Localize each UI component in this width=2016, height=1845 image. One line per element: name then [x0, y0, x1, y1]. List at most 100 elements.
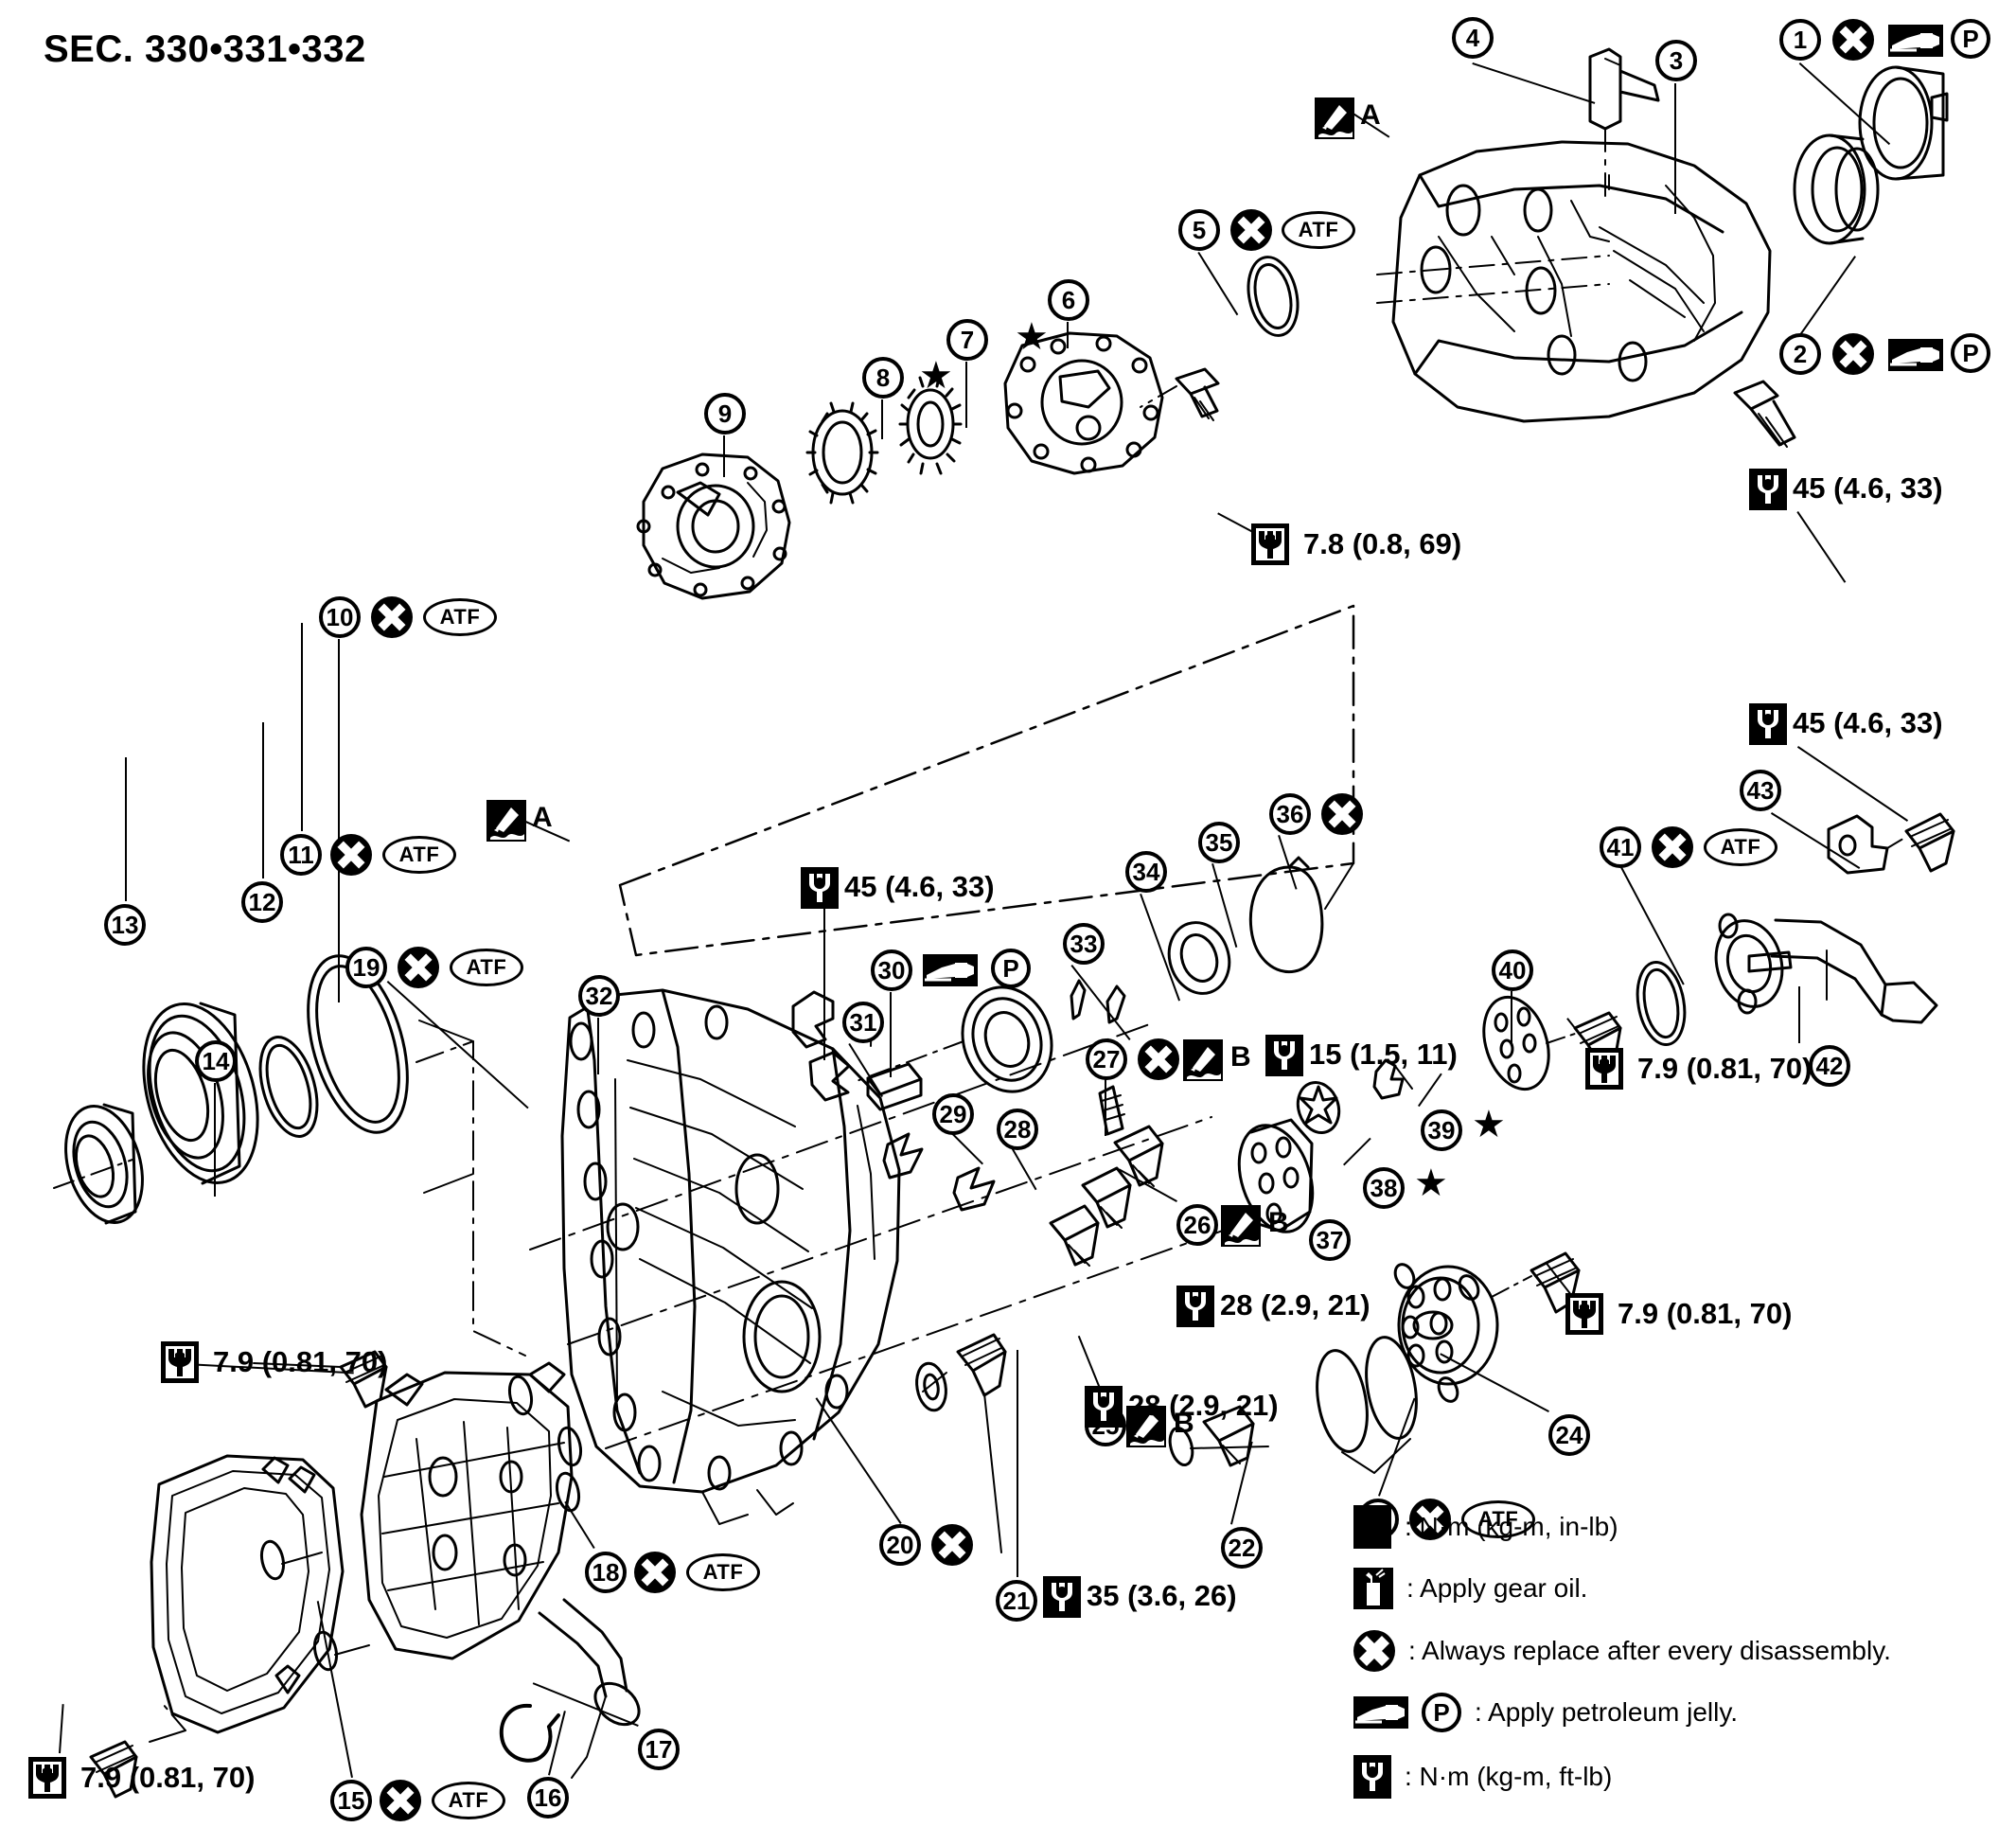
- atf-badge: ATF: [1282, 211, 1355, 249]
- torque-value: 7.8 (0.8, 69): [1303, 527, 1462, 560]
- torque-value: 7.9 (0.81, 70): [213, 1345, 388, 1378]
- replace-icon: [1652, 826, 1693, 868]
- leader-line: [890, 992, 892, 1077]
- callout-19[interactable]: 19: [345, 947, 387, 988]
- legend-row-2: : Always replace after every disassembly…: [1353, 1630, 1891, 1672]
- leader-line: [386, 981, 529, 1109]
- callout-39[interactable]: 39: [1421, 1109, 1462, 1151]
- leader-line: [532, 1682, 639, 1727]
- leader-line: [1798, 986, 1800, 1043]
- callout-43[interactable]: 43: [1740, 770, 1781, 811]
- callout-21[interactable]: 21: [996, 1580, 1037, 1622]
- atf-badge: ATF: [423, 598, 497, 636]
- petroleum-jelly-icon: [1888, 339, 1943, 371]
- replace-icon: [634, 1552, 676, 1593]
- leader-line: [564, 1500, 595, 1549]
- torque-ftlb-icon: [1043, 1576, 1081, 1618]
- replace-icon: [371, 596, 413, 638]
- callout-29[interactable]: 29: [932, 1093, 974, 1135]
- callout-10[interactable]: 10: [319, 596, 361, 638]
- torque-inlb-icon: [1251, 523, 1289, 565]
- legend-text: : Always replace after every disassembly…: [1408, 1636, 1891, 1665]
- callout-24[interactable]: 24: [1548, 1414, 1590, 1456]
- leader-line: [1070, 965, 1131, 1041]
- callout-9[interactable]: 9: [704, 393, 746, 435]
- callout-3[interactable]: 3: [1655, 40, 1697, 81]
- page-title: SEC. 330•331•332: [44, 28, 366, 70]
- callout-27[interactable]: 27: [1086, 1038, 1127, 1080]
- callout-15[interactable]: 15: [330, 1780, 372, 1821]
- callout-32[interactable]: 32: [578, 975, 620, 1017]
- leader-line: [1118, 1168, 1177, 1202]
- callout-33[interactable]: 33: [1063, 923, 1105, 965]
- leader-line: [262, 722, 264, 878]
- leader-line: [1140, 894, 1181, 1002]
- torque-ftlb-icon: [1265, 1035, 1303, 1076]
- callout-26[interactable]: 26: [1176, 1204, 1218, 1246]
- torque-value: 7.9 (0.81, 70): [1618, 1297, 1793, 1330]
- leader-line: [301, 623, 303, 831]
- callout-30[interactable]: 30: [871, 949, 912, 991]
- leader-line: [1800, 256, 1856, 335]
- callout-37[interactable]: 37: [1309, 1219, 1351, 1261]
- leader-line: [214, 1083, 216, 1197]
- callout-8[interactable]: 8: [862, 357, 904, 399]
- callout-13[interactable]: 13: [104, 904, 146, 946]
- callout-11[interactable]: 11: [280, 834, 322, 876]
- callout-34[interactable]: 34: [1125, 851, 1167, 893]
- callout-7[interactable]: 7: [946, 319, 988, 361]
- replace-icon: [1832, 19, 1874, 61]
- leader-line: [723, 435, 725, 477]
- legend-text: : N·m (kg-m, in-lb): [1405, 1512, 1618, 1541]
- leader-line: [59, 1704, 64, 1754]
- torque-value: 28 (2.9, 21): [1128, 1389, 1279, 1422]
- callout-31[interactable]: 31: [842, 1002, 884, 1043]
- replace-icon: [330, 834, 372, 876]
- callout-5[interactable]: 5: [1178, 209, 1220, 251]
- petroleum-jelly-icon: [1888, 25, 1943, 57]
- callout-14[interactable]: 14: [195, 1040, 237, 1082]
- callout-20[interactable]: 20: [879, 1524, 921, 1566]
- leader-line: [965, 362, 967, 428]
- torque-inlb-icon: [28, 1757, 66, 1799]
- leader-line: [125, 757, 127, 901]
- legend-text: : Apply gear oil.: [1406, 1573, 1588, 1603]
- leader-line: [1230, 1441, 1253, 1525]
- circled-p-icon: P: [991, 949, 1031, 988]
- callout-4[interactable]: 4: [1452, 17, 1494, 59]
- callout-28[interactable]: 28: [997, 1109, 1038, 1150]
- callout-22[interactable]: 22: [1221, 1527, 1263, 1569]
- torque-ftlb-icon: [1176, 1286, 1214, 1327]
- callout-1[interactable]: 1: [1779, 19, 1821, 61]
- callout-17[interactable]: 17: [638, 1729, 680, 1770]
- torque-ftlb-icon: [1749, 703, 1787, 745]
- leader-line: [815, 1397, 902, 1524]
- torque-inlb-icon: [161, 1341, 199, 1383]
- callout-41[interactable]: 41: [1600, 826, 1641, 868]
- gear-oil-icon: [1315, 98, 1354, 139]
- torque-value: 35 (3.6, 26): [1087, 1579, 1237, 1612]
- leader-line: [1418, 1073, 1442, 1108]
- leader-line: [848, 1043, 883, 1098]
- torque-inlb-icon: [1585, 1048, 1623, 1090]
- replace-icon: [1138, 1038, 1179, 1080]
- callout-42[interactable]: 42: [1809, 1045, 1850, 1087]
- torque-value: 45 (4.6, 33): [1793, 706, 1943, 739]
- callout-36[interactable]: 36: [1269, 793, 1311, 835]
- callout-40[interactable]: 40: [1492, 949, 1533, 991]
- star-icon: ★: [919, 355, 953, 397]
- replace-icon: [1409, 1499, 1451, 1540]
- callout-6[interactable]: 6: [1048, 279, 1089, 321]
- callout-12[interactable]: 12: [241, 881, 283, 923]
- callout-35[interactable]: 35: [1198, 822, 1240, 863]
- replace-icon: [1353, 1630, 1395, 1672]
- torque-ftlb-icon: [1749, 469, 1787, 510]
- callout-2[interactable]: 2: [1779, 333, 1821, 375]
- callout-38[interactable]: 38: [1363, 1167, 1405, 1209]
- callout-16[interactable]: 16: [527, 1777, 569, 1818]
- torque-value: 28 (2.9, 21): [1220, 1288, 1371, 1322]
- leader-line: [1798, 62, 1891, 146]
- callout-18[interactable]: 18: [585, 1552, 627, 1593]
- leader-line: [1440, 1353, 1549, 1412]
- star-icon: ★: [1472, 1104, 1506, 1145]
